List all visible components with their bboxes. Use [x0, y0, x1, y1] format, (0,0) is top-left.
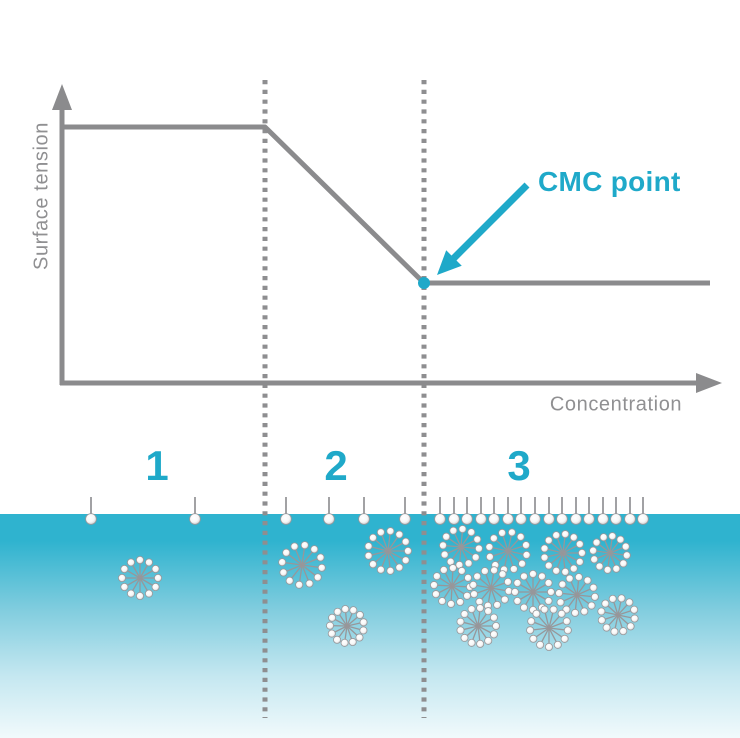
surfactant-molecule — [358, 497, 370, 525]
surfactant-molecule — [280, 497, 292, 525]
surfactant-molecule — [85, 497, 97, 525]
surfactant-molecule — [570, 497, 582, 525]
micelle — [326, 605, 368, 647]
surfactant-molecule — [399, 497, 411, 525]
surfactant-molecule — [529, 497, 541, 525]
x-axis-label: Concentration — [549, 393, 683, 416]
micelle — [456, 604, 500, 648]
micelle — [589, 532, 631, 574]
surfactant-molecule — [543, 497, 555, 525]
surfactant-molecule — [515, 497, 527, 525]
surfactant-molecule — [461, 497, 473, 525]
surfactant-molecule — [434, 497, 446, 525]
y-axis-label: Surface tension — [30, 122, 53, 270]
micelle — [117, 555, 162, 600]
surfactant-molecule — [624, 497, 636, 525]
micelle — [555, 573, 599, 617]
micelle — [485, 528, 531, 574]
surfactant-molecule — [448, 497, 460, 525]
surfactant-molecule — [475, 497, 487, 525]
water-body — [0, 514, 740, 738]
surfactant-molecule — [556, 497, 568, 525]
surfactant-molecule — [323, 497, 335, 525]
cmc-point-dot — [418, 277, 430, 289]
surfactant-molecule — [583, 497, 595, 525]
micelle — [597, 594, 639, 636]
surfactant-molecule — [637, 497, 649, 525]
micelle — [526, 605, 572, 651]
region-label-1: 1 — [145, 442, 169, 489]
surfactant-molecule — [502, 497, 514, 525]
surfactant-molecule — [597, 497, 609, 525]
micelle — [430, 564, 474, 608]
x-axis — [60, 373, 722, 393]
micelle — [278, 541, 326, 589]
y-axis — [52, 84, 72, 385]
micelle — [469, 566, 513, 610]
cmc-annotation-arrow — [437, 182, 530, 275]
micelle — [364, 527, 412, 575]
region-label-2: 2 — [324, 442, 348, 489]
region-label-3: 3 — [507, 442, 531, 489]
cmc-point-label: CMC point — [538, 166, 681, 197]
surfactant-molecule — [488, 497, 500, 525]
micelle — [439, 525, 483, 569]
surfactant-molecule — [189, 497, 201, 525]
surface-tension-curve — [62, 124, 710, 286]
micelle — [540, 530, 586, 576]
surfactant-molecule — [610, 497, 622, 525]
